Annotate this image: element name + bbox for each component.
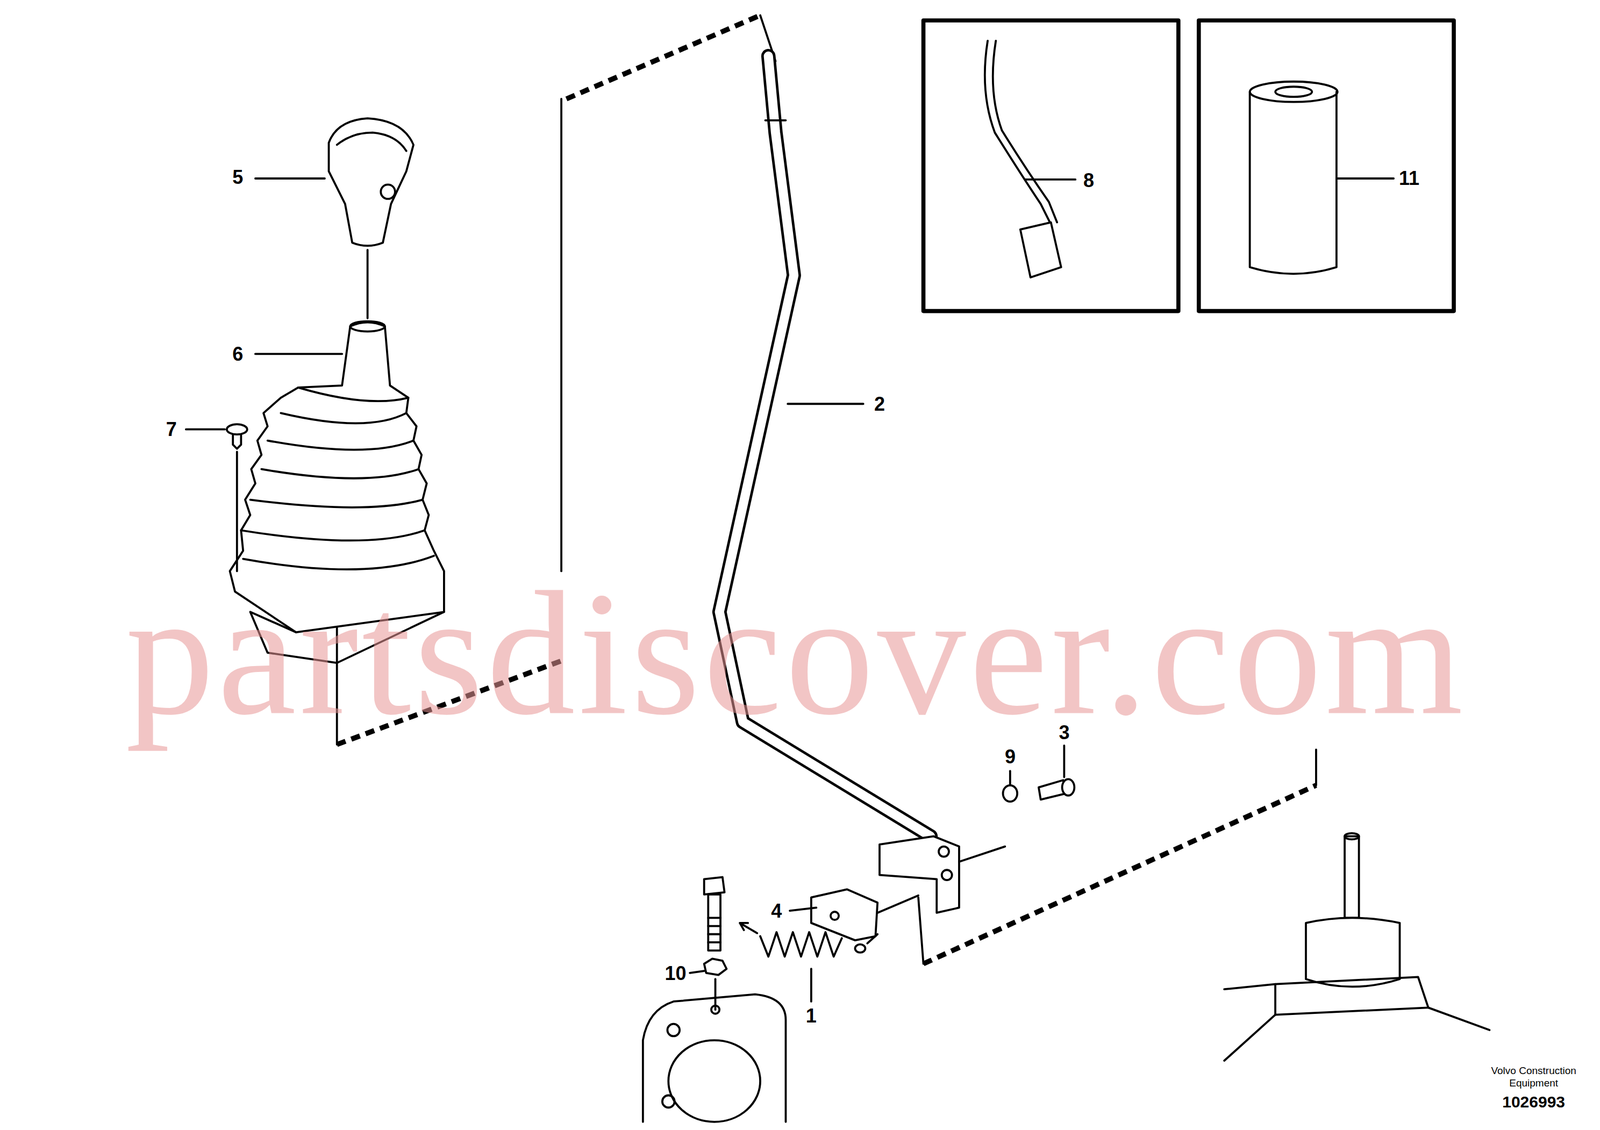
callout-number: 4 — [770, 900, 782, 923]
callout-number: 2 — [874, 393, 885, 416]
figure-number: 1026993 — [1502, 1093, 1566, 1112]
callout-number: 10 — [664, 962, 687, 985]
callout-number: 6 — [232, 343, 244, 366]
watermark: partsdiscover.com — [125, 551, 1467, 755]
maker-name: Volvo Construction Equipment — [1466, 1065, 1600, 1090]
callout-number: 11 — [1398, 167, 1420, 190]
callout-number: 1 — [805, 1004, 817, 1028]
callout-number: 5 — [232, 166, 244, 189]
callout-number: 8 — [1083, 169, 1095, 192]
callout-number: 7 — [166, 418, 177, 441]
